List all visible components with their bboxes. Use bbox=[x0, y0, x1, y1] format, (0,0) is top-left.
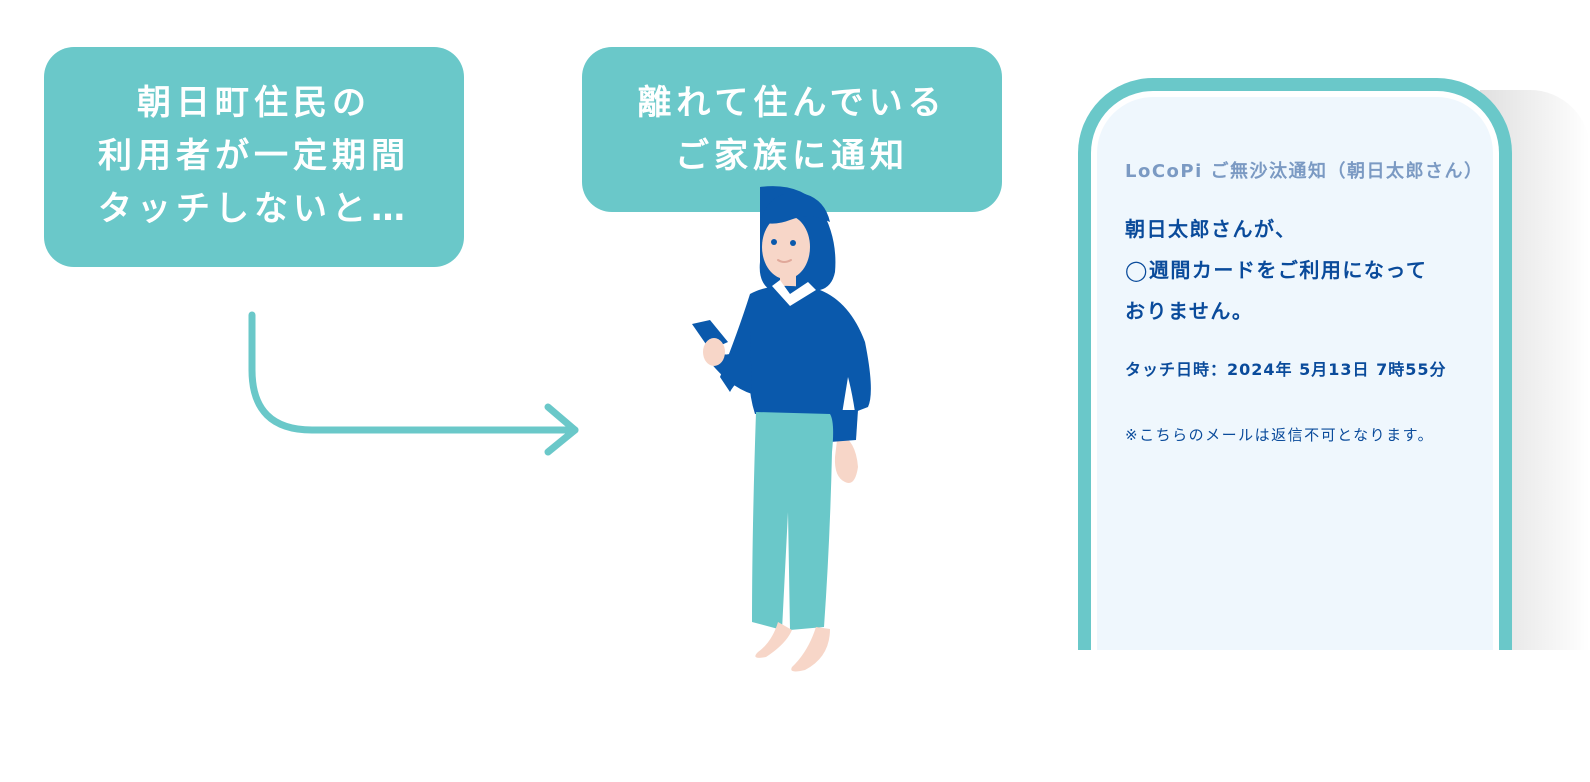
phone-bezel: LoCoPi ご無沙汰通知（朝日太郎さん） 朝日太郎さんが、 ◯週間カードをご利… bbox=[1091, 91, 1499, 678]
info-bubble-condition: 朝日町住民の 利用者が一定期間 タッチしないと… bbox=[44, 47, 464, 267]
curved-right-arrow-icon bbox=[248, 311, 579, 456]
phone-crop-cover bbox=[1060, 650, 1590, 782]
phone-mockup: LoCoPi ご無沙汰通知（朝日太郎さん） 朝日太郎さんが、 ◯週間カードをご利… bbox=[1078, 78, 1512, 678]
mail-body-line: ◯週間カードをご利用になって bbox=[1125, 258, 1428, 282]
mail-note: ※こちらのメールは返信不可となります。 bbox=[1125, 426, 1435, 444]
mail-touch-time: タッチ日時：2024年 5月13日 7時55分 bbox=[1125, 360, 1447, 379]
phone-screen: LoCoPi ご無沙汰通知（朝日太郎さん） 朝日太郎さんが、 ◯週間カードをご利… bbox=[1097, 97, 1493, 678]
person-holding-phone-icon bbox=[692, 186, 871, 672]
bubble-line: タッチしないと… bbox=[98, 189, 410, 229]
mail-subject: LoCoPi ご無沙汰通知（朝日太郎さん） bbox=[1125, 161, 1484, 182]
bubble-line: ご家族に通知 bbox=[675, 136, 909, 176]
mail-body-line: 朝日太郎さんが、 bbox=[1125, 217, 1297, 241]
bubble-line: 利用者が一定期間 bbox=[98, 136, 410, 176]
bubble-line: 朝日町住民の bbox=[137, 83, 371, 123]
info-bubble-notify: 離れて住んでいる ご家族に通知 bbox=[582, 47, 1002, 212]
bubble-line: 離れて住んでいる bbox=[637, 83, 947, 123]
mail-body-line: おりません。 bbox=[1125, 299, 1254, 323]
mail-body: 朝日太郎さんが、 ◯週間カードをご利用になって おりません。 bbox=[1125, 209, 1493, 332]
